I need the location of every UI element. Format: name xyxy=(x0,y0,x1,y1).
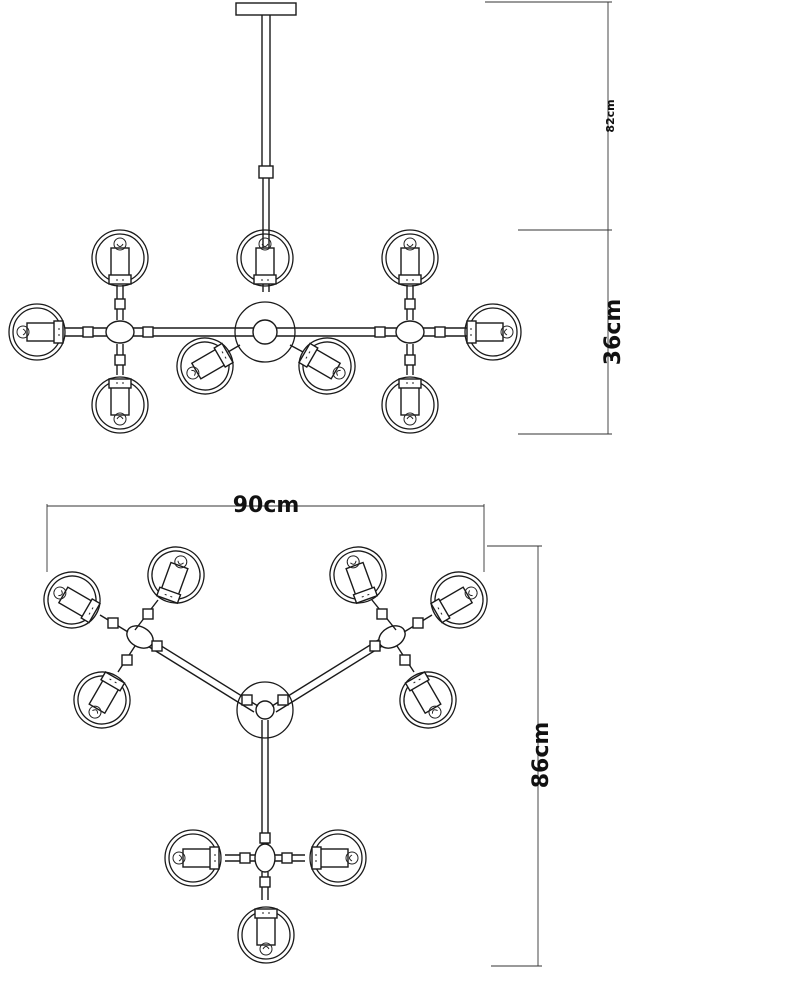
globe xyxy=(236,229,294,287)
globe xyxy=(164,829,222,887)
rod-height-label: 82cm xyxy=(604,99,617,132)
globe xyxy=(389,661,467,739)
globe xyxy=(8,303,66,361)
globe xyxy=(91,376,149,434)
globe xyxy=(381,229,439,287)
right-cluster-hub xyxy=(395,320,425,344)
front-view xyxy=(8,1,612,435)
globe xyxy=(381,376,439,434)
center-globe xyxy=(234,301,296,363)
top-view xyxy=(33,504,542,967)
globe xyxy=(464,303,522,361)
globe xyxy=(33,561,111,639)
globe xyxy=(139,538,213,612)
globe xyxy=(288,327,366,405)
depth-label: 86cm xyxy=(529,722,554,789)
globe xyxy=(63,661,141,739)
globe xyxy=(420,561,498,639)
bottom-cluster-hub xyxy=(254,843,276,873)
fixture-height-label: 36cm xyxy=(601,299,626,366)
left-cluster-hub xyxy=(105,320,135,344)
width-label: 90cm xyxy=(233,493,300,518)
globe xyxy=(237,906,295,964)
ceiling-canopy xyxy=(235,2,297,16)
globe xyxy=(166,327,244,405)
globe xyxy=(321,538,395,612)
center-globe xyxy=(236,681,294,739)
globe xyxy=(309,829,367,887)
globe xyxy=(91,229,149,287)
